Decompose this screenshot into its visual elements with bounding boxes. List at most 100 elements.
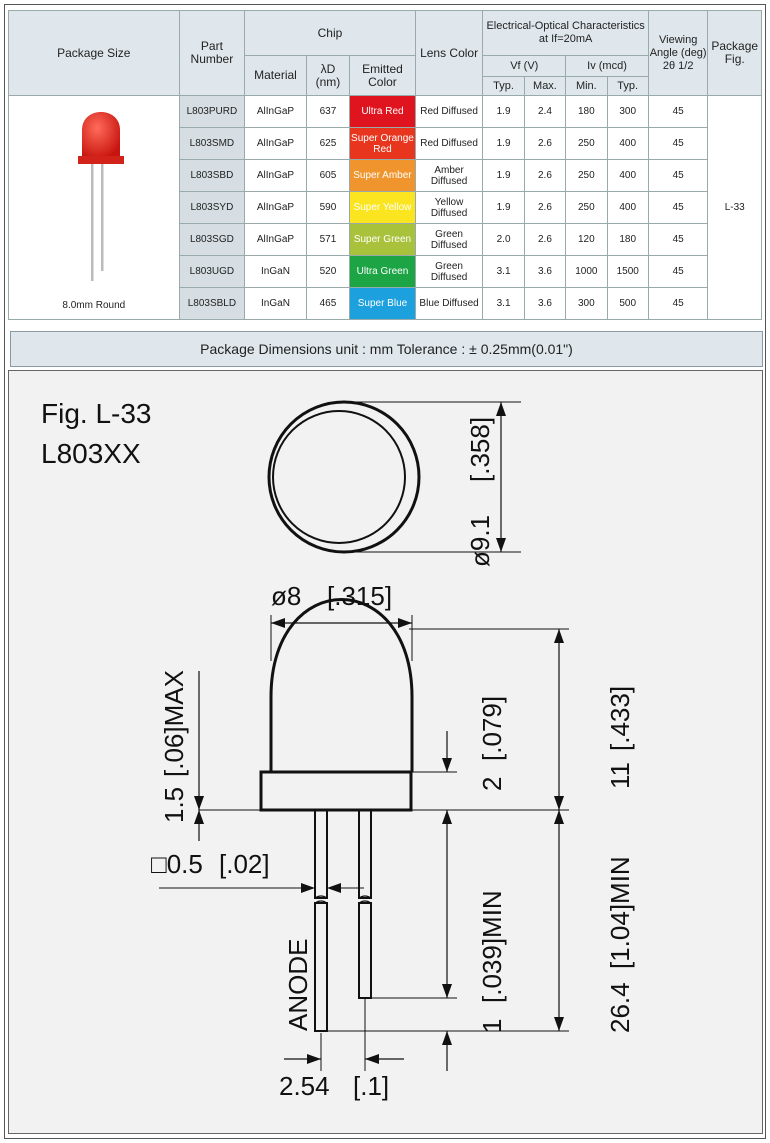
part-number-cell: L803SMD [179,128,245,159]
wavelength-cell: 520 [306,256,350,287]
package-dimensions-bar: Package Dimensions unit : mm Tolerance :… [10,331,763,367]
emitted-color-cell: Super Orange Red [350,128,415,159]
vf-max-cell: 2.6 [524,160,566,191]
header-part-number: Part Number [179,11,245,95]
dim-pitch: 2.54 [279,1071,330,1101]
lens-color-cell: Red Diffused [415,96,483,127]
header-iv-min: Min. [566,77,607,95]
iv-min-cell: 250 [566,128,607,159]
material-cell: InGaN [245,288,306,319]
lens-color-cell: Yellow Diffused [415,192,483,223]
dim-lead-gap-inch: [.039]MIN [477,890,507,1003]
part-number-cell: L803PURD [179,96,245,127]
lens-color-cell: Red Diffused [415,128,483,159]
dim-top-diameter-inch: [.358] [465,417,495,482]
viewing-angle-cell: 45 [648,128,708,159]
part-series: L803XX [41,438,141,469]
top-view-outer-circle [267,400,421,554]
wavelength-cell: 637 [306,96,350,127]
material-cell: AlInGaP [245,160,306,191]
part-number-cell: L803SBD [179,160,245,191]
dim-side-diameter-inch: [.315] [327,581,392,611]
vf-typ-cell: 1.9 [483,160,524,191]
vf-max-cell: 3.6 [524,256,566,287]
cathode-lead-upper [358,809,372,899]
emitted-color-cell: Ultra Green [350,256,415,287]
lens-color-cell: Blue Diffused [415,288,483,319]
emitted-color-cell: Super Yellow [350,192,415,223]
part-number-cell: L803SBLD [179,288,245,319]
anode-lead-upper [314,809,328,899]
vf-typ-cell: 3.1 [483,256,524,287]
material-cell: InGaN [245,256,306,287]
viewing-angle-cell: 45 [648,192,708,223]
dim-flange-height: 2 [477,777,507,791]
drawing-svg: Fig. L-33 L803XX ø9.1 [.358] ø8 [.315] 1… [41,398,635,1101]
dim-flange-max-inch: [.06]MAX [159,670,189,777]
viewing-angle-cell: 45 [648,256,708,287]
led-dome-outline [269,598,414,766]
header-eo-characteristics: Electrical-Optical Characteristics at If… [483,11,648,55]
vf-max-cell: 2.6 [524,192,566,223]
viewing-angle-cell: 45 [648,160,708,191]
vf-typ-cell: 1.9 [483,192,524,223]
dim-flange-max: 1.5 [159,787,189,823]
header-chip: Chip [245,11,415,55]
emitted-color-cell: Super Green [350,224,415,255]
wavelength-cell: 571 [306,224,350,255]
viewing-angle-cell: 45 [648,288,708,319]
dim-lead-square: □0.5 [151,849,203,879]
viewing-angle-cell: 45 [648,96,708,127]
package-size-label: 8.0mm Round [62,300,126,311]
anode-label: ANODE [283,939,313,1031]
iv-min-cell: 120 [566,224,607,255]
header-lens-color: Lens Color [415,11,483,95]
wavelength-cell: 590 [306,192,350,223]
dim-lead-gap: 1 [477,1019,507,1033]
lens-color-cell: Green Diffused [415,256,483,287]
material-cell: AlInGaP [245,128,306,159]
material-cell: AlInGaP [245,192,306,223]
led-flange [259,770,413,812]
dim-lead-length-inch: [1.04]MIN [605,856,635,969]
vf-typ-cell: 2.0 [483,224,524,255]
vf-typ-cell: 1.9 [483,128,524,159]
iv-typ-cell: 1500 [607,256,648,287]
header-iv: Iv (mcd) [566,56,648,76]
emitted-color-cell: Super Blue [350,288,415,319]
dim-flange-height-inch: [.079] [477,696,507,761]
header-viewing-angle: Viewing Angle (deg) 2θ 1/2 [648,11,708,95]
dim-lead-square-inch: [.02] [219,849,270,879]
iv-min-cell: 180 [566,96,607,127]
iv-min-cell: 250 [566,192,607,223]
fig-title: Fig. L-33 [41,398,152,429]
package-fig-cell: L-33 [708,96,761,319]
iv-typ-cell: 500 [607,288,648,319]
emitted-color-cell: Super Amber [350,160,415,191]
lens-color-cell: Amber Diffused [415,160,483,191]
header-lambda: λD (nm) [306,56,350,95]
iv-typ-cell: 300 [607,96,648,127]
part-number-cell: L803UGD [179,256,245,287]
top-view-inner-circle [272,410,406,544]
dim-side-diameter: ø8 [271,581,301,611]
header-vf-typ: Typ. [483,77,524,95]
iv-typ-cell: 400 [607,192,648,223]
iv-min-cell: 1000 [566,256,607,287]
iv-typ-cell: 400 [607,160,648,191]
led-image [78,112,124,281]
dim-lead-length: 26.4 [605,982,635,1033]
vf-max-cell: 3.6 [524,288,566,319]
vf-max-cell: 2.4 [524,96,566,127]
wavelength-cell: 465 [306,288,350,319]
header-material: Material [245,56,306,95]
iv-min-cell: 250 [566,160,607,191]
part-number-cell: L803SGD [179,224,245,255]
iv-min-cell: 300 [566,288,607,319]
